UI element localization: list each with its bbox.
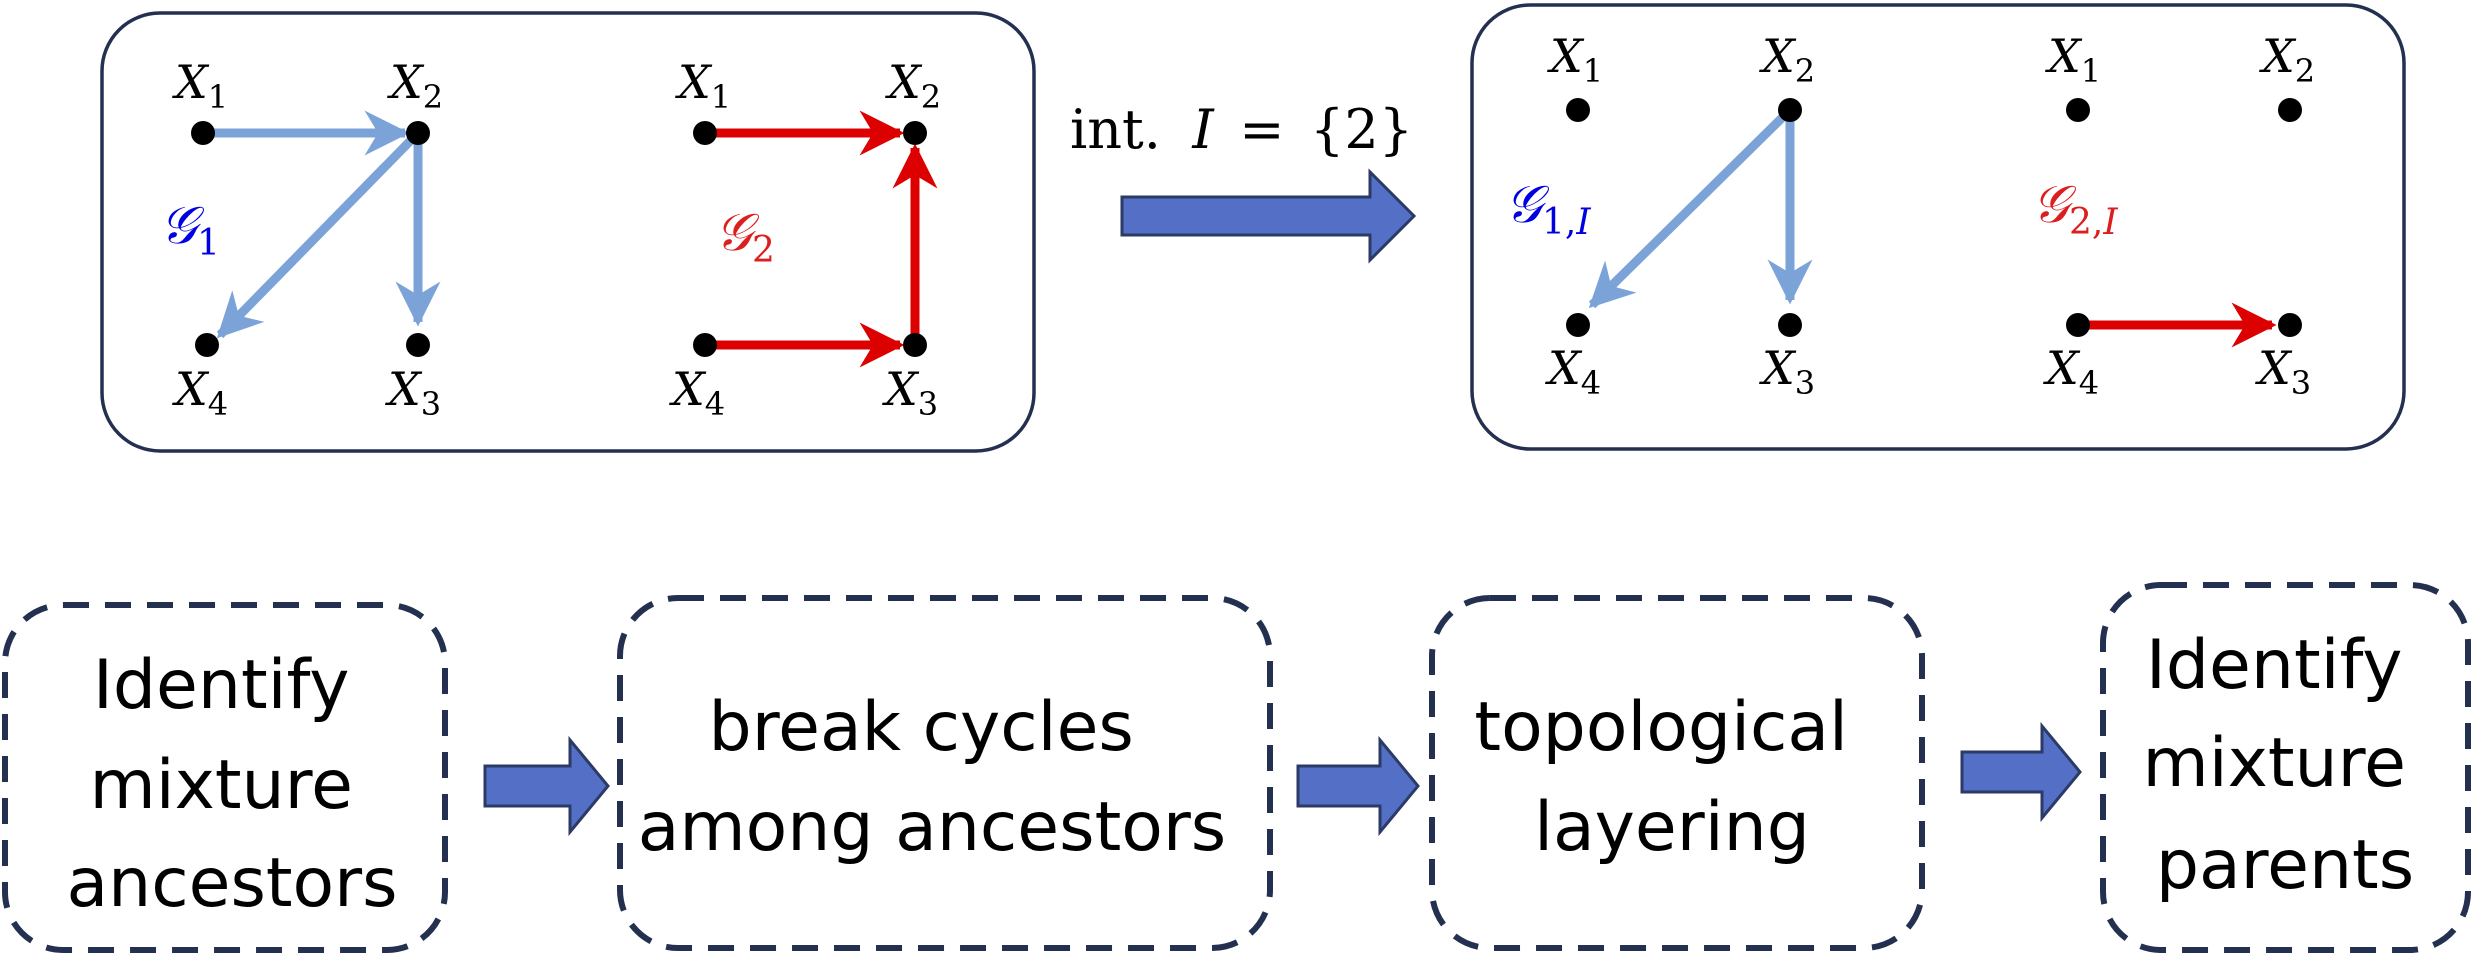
- label-g2-x1: X1: [675, 55, 731, 116]
- label-g2-x2: X2: [885, 55, 941, 116]
- step-4-line-2: mixture: [2142, 724, 2405, 803]
- panel-before-frame: [100, 11, 1036, 453]
- label-g1-x4: X4: [172, 362, 228, 423]
- step-break-cycles: break cycles among ancestors: [617, 595, 1273, 951]
- node-g1i-x2: [1778, 98, 1802, 122]
- node-g1-x4: [195, 333, 219, 357]
- node-g2-x4: [693, 333, 717, 357]
- step-identify-ancestors: Identify mixture ancestors: [2, 602, 448, 953]
- node-g2-x3: [903, 333, 927, 357]
- graph-g1i-edges: [1588, 106, 1813, 309]
- intervention-transition: int. I = {2}: [1070, 98, 1417, 264]
- edge-g1i-x2-x4: [1588, 106, 1794, 309]
- node-g2-x1: [693, 121, 717, 145]
- pipeline-arrow-2: [1296, 735, 1420, 837]
- label-g1i-x1: X1: [1547, 29, 1603, 90]
- step-2-box: [617, 595, 1273, 951]
- label-g1-x3: X3: [385, 362, 441, 423]
- graph-label-g1: 𝒢1: [160, 196, 220, 264]
- graph-g1-edges: [203, 110, 441, 339]
- panel-before-intervention: X1 X2 X4 X3 𝒢1 X1 X2 X4 X3 𝒢2: [100, 11, 1036, 453]
- node-g2i-x2: [2278, 98, 2302, 122]
- step-3-line-2: layering: [1534, 788, 1810, 867]
- graph-label-g2i: 𝒢2,I: [2032, 175, 2118, 243]
- node-g2i-x3: [2278, 313, 2302, 337]
- step-4-line-1: Identify: [2146, 626, 2403, 705]
- label-g1i-x4: X4: [1545, 341, 1601, 402]
- svg-text:Identify mixture: Identify mixture ancestors: [66, 646, 397, 923]
- panel-after-intervention: X1 X2 X4 X3 𝒢1,I X1 X2 X4 X3 𝒢2,I: [1470, 3, 2406, 451]
- step-3-box: [1429, 595, 1925, 951]
- label-g2i-x2: X2: [2259, 29, 2315, 90]
- step-4-box: [2100, 582, 2471, 953]
- step-topological-layering: topological layering: [1429, 595, 1925, 951]
- node-g2i-x1: [2066, 98, 2090, 122]
- edge-g1-x2-x4: [216, 129, 422, 339]
- pipeline: Identify mixture ancestors break cycles …: [2, 582, 2471, 953]
- node-g1-x3: [406, 333, 430, 357]
- label-g2-x4: X4: [669, 362, 725, 423]
- node-g1i-x4: [1566, 313, 1590, 337]
- graph-g2-edges: [705, 110, 938, 368]
- svg-text:Identify mixture: Identify mixture parents: [2142, 626, 2427, 905]
- graph-label-g1i: 𝒢1,I: [1505, 175, 1591, 243]
- node-g1-x2: [406, 121, 430, 145]
- node-g2i-x4: [2066, 313, 2090, 337]
- step-1-line-1: Identify: [93, 646, 350, 725]
- step-1-line-2: mixture: [89, 746, 352, 825]
- node-g2-x2: [903, 121, 927, 145]
- step-4-line-3: parents: [2156, 826, 2414, 905]
- step-3-line-1: topological: [1474, 688, 1848, 767]
- panel-after-frame: [1470, 3, 2406, 451]
- step-2-line-1: break cycles: [709, 688, 1134, 767]
- svg-text:break cycles among anc: break cycles among ancestors: [638, 688, 1226, 867]
- label-g2i-x3: X3: [2255, 341, 2311, 402]
- intervention-label: int. I = {2}: [1070, 98, 1413, 161]
- label-g1i-x2: X2: [1759, 29, 1815, 90]
- label-g2i-x1: X1: [2045, 29, 2101, 90]
- label-g1-x2: X2: [387, 55, 443, 116]
- node-g1i-x3: [1778, 313, 1802, 337]
- intervention-arrow: [1120, 168, 1417, 264]
- pipeline-arrow-1: [483, 735, 610, 837]
- node-g1i-x1: [1566, 98, 1590, 122]
- step-1-box: [2, 602, 448, 953]
- label-g1i-x3: X3: [1759, 341, 1815, 402]
- node-g1-x1: [191, 121, 215, 145]
- label-g2-x3: X3: [882, 362, 938, 423]
- svg-text:topological layering: topological layering: [1474, 688, 1869, 867]
- pipeline-arrow-3: [1960, 721, 2082, 823]
- label-g1-x1: X1: [172, 55, 228, 116]
- step-2-line-2: among ancestors: [638, 788, 1226, 867]
- graph-label-g2: 𝒢2: [715, 203, 775, 271]
- label-g2i-x4: X4: [2043, 341, 2099, 402]
- step-identify-parents: Identify mixture parents: [2100, 582, 2471, 953]
- step-1-line-3: ancestors: [66, 844, 397, 923]
